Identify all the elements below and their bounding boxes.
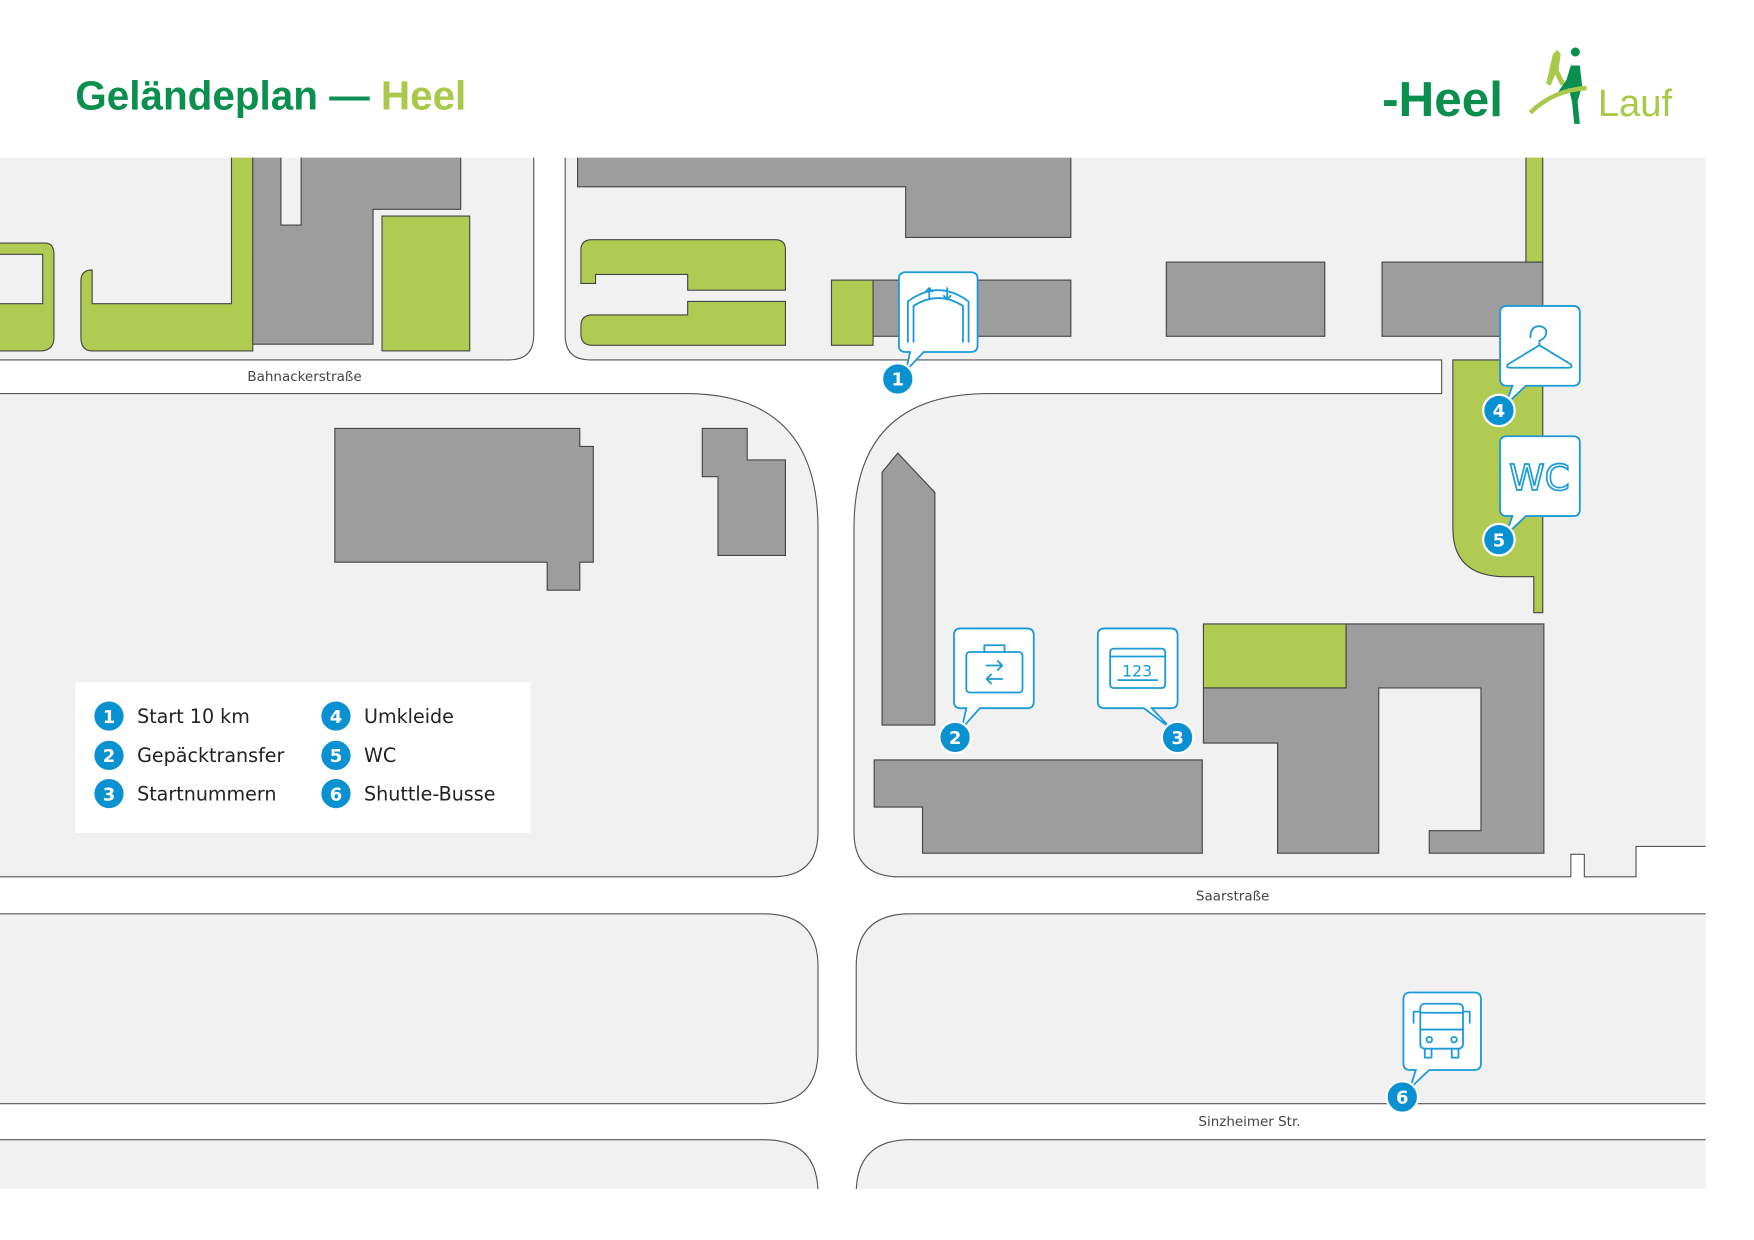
green-area <box>1452 359 1544 614</box>
svg-text:6: 6 <box>330 784 343 805</box>
block-lower-left <box>0 913 819 1105</box>
legend: 1 Start 10 km 2 Gepäcktransfer 3 Startnu… <box>75 682 531 833</box>
building <box>881 452 936 726</box>
svg-text:4: 4 <box>330 707 343 728</box>
building <box>701 427 786 556</box>
marker-number: 6 <box>1396 1088 1409 1109</box>
marker-changing-room[interactable]: 4 <box>1482 305 1581 428</box>
logo-event: Lauf <box>1598 82 1673 125</box>
green-area <box>1202 623 1347 689</box>
marker-number: 2 <box>949 728 962 749</box>
block-bottom-right <box>855 1139 1706 1190</box>
marker-number: 1 <box>892 370 905 391</box>
marker-wc[interactable]: WC 5 <box>1482 435 1581 557</box>
green-area <box>830 279 874 346</box>
legend-label: WC <box>364 744 396 767</box>
green-area <box>0 242 55 352</box>
hanger-icon <box>1506 325 1573 369</box>
marker-start-numbers[interactable]: 123 3 <box>1096 627 1195 755</box>
luggage-transfer-icon <box>965 644 1024 694</box>
building <box>334 427 594 591</box>
street-label-bahnackerstrasse: Bahnackerstraße <box>247 369 361 385</box>
legend-item-wc: 5 WC <box>319 738 396 773</box>
logo-brand: -Heel <box>1382 72 1503 127</box>
marker-start[interactable]: 1 <box>880 271 979 396</box>
runner-icon <box>1528 47 1587 124</box>
street-label-sinzheimer: Sinzheimer Str. <box>1198 1114 1300 1130</box>
building <box>576 157 1072 238</box>
legend-label: Startnummern <box>137 782 276 805</box>
bus-icon <box>1412 1002 1471 1059</box>
svg-text:5: 5 <box>330 746 343 767</box>
legend-item-changing-room: 4 Umkleide <box>319 699 454 733</box>
marker-luggage-transfer[interactable]: 2 <box>938 627 1035 755</box>
street-label-saarstrasse: Saarstraße <box>1196 888 1269 904</box>
building <box>252 157 462 345</box>
svg-text:3: 3 <box>103 784 116 805</box>
heel-lauf-logo: -Heel Lauf <box>1382 47 1673 127</box>
legend-label: Start 10 km <box>137 705 250 728</box>
legend-item-start-numbers: 3 Startnummern <box>92 776 277 811</box>
title-main: Geländeplan — <box>75 72 381 118</box>
green-area <box>580 239 786 291</box>
legend-label: Shuttle-Busse <box>364 782 495 805</box>
legend-label: Umkleide <box>364 705 454 728</box>
title-accent: Heel <box>381 72 466 118</box>
start-gate-icon <box>907 287 970 343</box>
legend-label: Gepäcktransfer <box>137 744 284 767</box>
green-area <box>381 215 471 352</box>
marker-number: 4 <box>1493 401 1506 422</box>
legend-item-shuttle: 6 Shuttle-Busse <box>319 776 495 811</box>
green-area <box>580 300 786 346</box>
wc-icon: WC <box>1509 458 1570 499</box>
building <box>1202 623 1545 854</box>
block-lower-right <box>855 913 1706 1105</box>
svg-text:2: 2 <box>103 746 116 767</box>
legend-item-luggage: 2 Gepäcktransfer <box>92 738 285 773</box>
start-number-icon <box>1109 647 1167 689</box>
green-area <box>1525 157 1544 263</box>
block-bottom-left <box>0 1139 819 1190</box>
building <box>1165 261 1326 337</box>
marker-number: 3 <box>1171 728 1184 749</box>
svg-text:1: 1 <box>103 707 116 728</box>
map-area[interactable] <box>0 146 1719 1213</box>
marker-number: 5 <box>1493 530 1506 551</box>
marker-shuttle-bus[interactable]: 6 <box>1385 991 1482 1114</box>
legend-item-start: 1 Start 10 km <box>92 699 250 733</box>
building <box>873 759 1203 854</box>
page-title: Geländeplan — Heel <box>75 72 466 118</box>
start-number-sign: 123 <box>1122 662 1152 681</box>
